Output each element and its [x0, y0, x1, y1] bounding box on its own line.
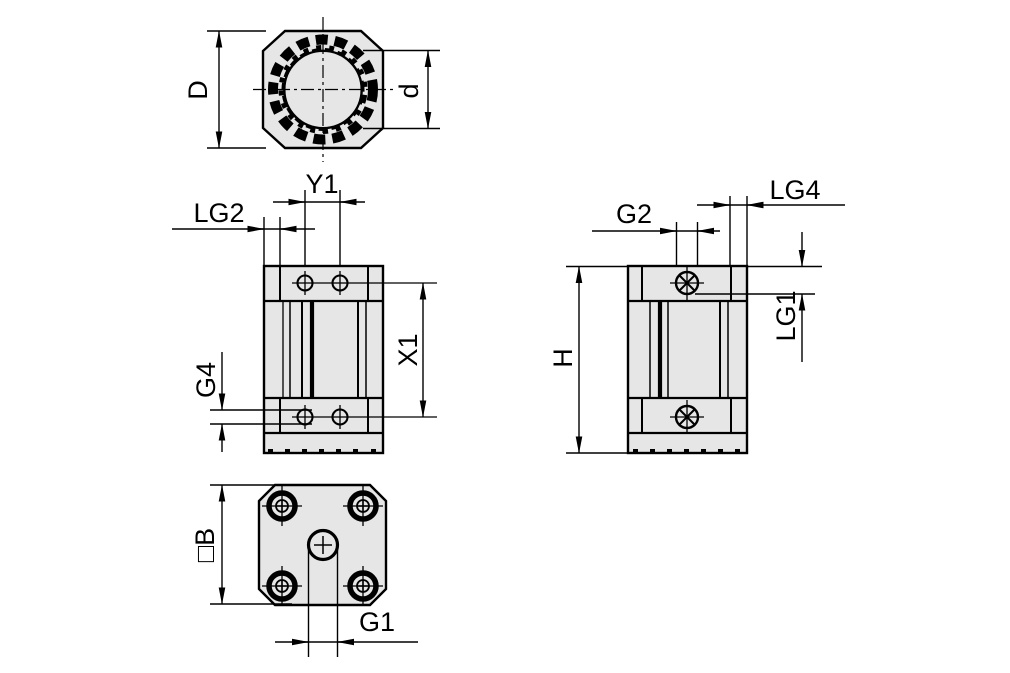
body-lines [282, 301, 367, 398]
dim-label-H: H [548, 348, 578, 368]
corner-screw [343, 486, 383, 526]
dim-d: d [363, 49, 440, 130]
corner-screw [343, 566, 383, 606]
dim-label-LG1: LG1 [771, 290, 801, 341]
centerlines [253, 17, 393, 162]
dim-label-G4: G4 [191, 362, 221, 398]
dim-H: H [548, 265, 627, 454]
dim-label-X1: X1 [393, 333, 423, 366]
dim-G1: G1 [275, 545, 418, 657]
dim-label-D: D [183, 80, 213, 100]
dim-label-LG4: LG4 [769, 175, 820, 205]
bottom-view: □B G1 [190, 483, 418, 657]
front-view: Y1 LG2 G4 X1 [172, 169, 437, 455]
dim-Y1: Y1 [273, 169, 365, 266]
dim-D: D [183, 30, 266, 149]
end-view: D d [183, 17, 440, 162]
corner-screws [262, 486, 383, 606]
dim-label-d: d [394, 83, 424, 98]
dim-LG1: LG1 [695, 232, 822, 362]
screw-holes [670, 266, 704, 434]
dim-LG2: LG2 [172, 198, 315, 266]
dim-label-Y1: Y1 [305, 169, 338, 199]
dim-B: □B [190, 484, 292, 605]
side-view: G2 LG4 H LG1 [548, 175, 845, 455]
serrated-base [268, 449, 376, 453]
dim-LG4: LG4 [697, 175, 845, 266]
plate-edges [264, 266, 383, 435]
corner-screw [262, 566, 302, 606]
plate-edges [628, 266, 747, 435]
dim-label-G1: G1 [359, 607, 395, 637]
dim-label-G2: G2 [616, 199, 652, 229]
dim-G2: G2 [592, 199, 720, 266]
serrated-base [633, 449, 740, 453]
center-port [306, 528, 340, 562]
dim-label-B: □B [190, 528, 220, 562]
body-lines [649, 301, 729, 398]
dim-X1: X1 [393, 282, 427, 418]
port-holes [292, 271, 437, 429]
dim-G4: G4 [191, 352, 312, 452]
block-outline [262, 264, 385, 455]
dim-label-LG2: LG2 [193, 198, 244, 228]
corner-screw [262, 486, 302, 526]
